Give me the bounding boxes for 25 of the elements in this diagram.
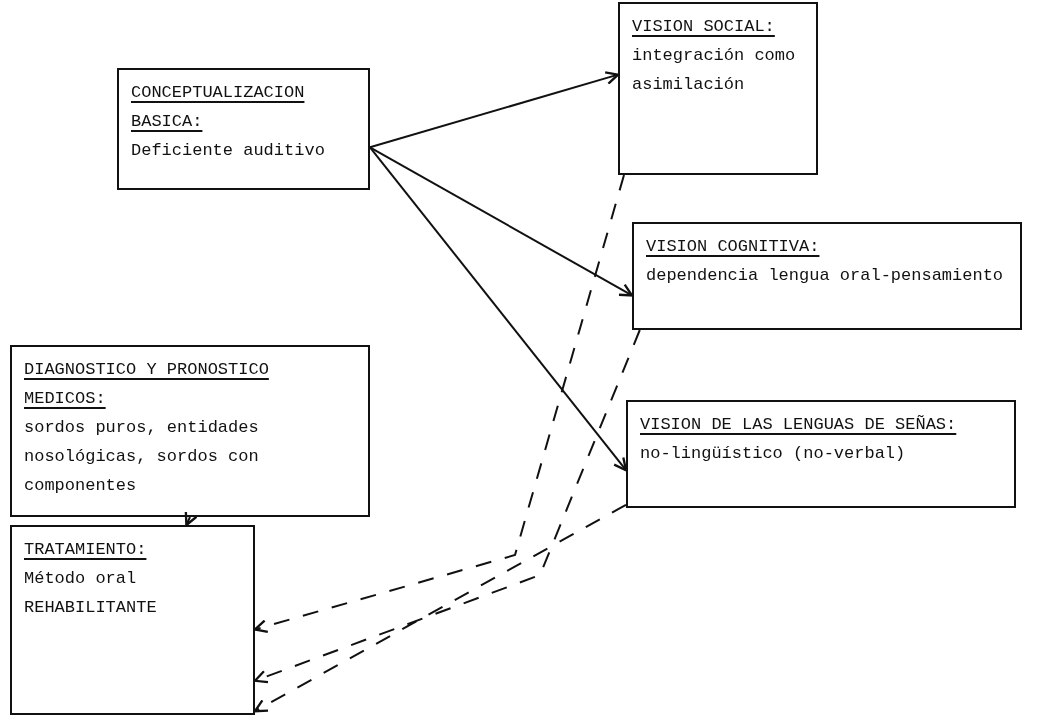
- arrow: [369, 71, 620, 149]
- box-heading: TRATAMIENTO:: [24, 539, 148, 561]
- box-text: Deficiente auditivo: [131, 140, 326, 162]
- text-box: [10, 345, 370, 517]
- text-box: [117, 68, 370, 190]
- box-heading: CONCEPTUALIZACION BASICA:: [131, 82, 306, 133]
- box-heading: VISION SOCIAL:: [632, 16, 776, 38]
- text-box: [626, 400, 1016, 508]
- dashed-arrow: [253, 329, 641, 684]
- arrow: [369, 146, 628, 472]
- box-text: integración como asimilación: [632, 45, 797, 96]
- arrow: [369, 146, 634, 297]
- dashed-arrow: [253, 503, 627, 713]
- text-box: [10, 525, 255, 715]
- box-heading: VISION COGNITIVA:: [646, 236, 821, 258]
- box-heading: VISION DE LAS LENGUAS DE SEÑAS:: [640, 414, 958, 436]
- dashed-arrow: [253, 174, 625, 634]
- box-text: no-lingüístico (no-verbal): [640, 443, 907, 465]
- text-box: [618, 2, 818, 175]
- box-heading: DIAGNOSTICO Y PRONOSTICO MEDICOS:: [24, 359, 270, 410]
- arrow: [184, 510, 198, 527]
- box-text: sordos puros, entidades nosológicas, sordos con componentes: [24, 417, 260, 497]
- box-text: Método oral REHABILITANTE: [24, 568, 158, 619]
- text-box: [632, 222, 1022, 330]
- box-text: dependencia lengua oral-pensamiento: [646, 265, 1005, 287]
